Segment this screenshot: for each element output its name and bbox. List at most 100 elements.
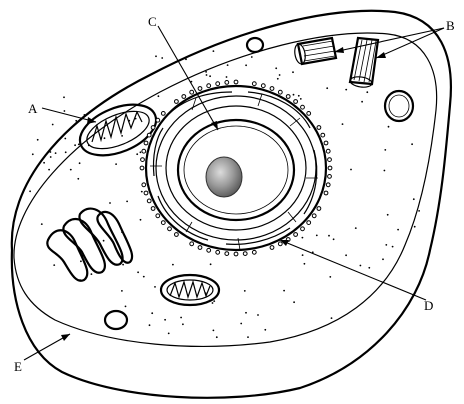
cytoplasm-granule [251,56,253,58]
ribosome [317,126,321,130]
cytoplasm-granule [227,64,229,66]
cytoplasm-granule [384,170,386,172]
ribosome [198,87,202,91]
cytoplasm-granule [329,276,331,278]
ribosome [326,183,330,187]
cytoplasm-granule [213,50,215,52]
cytoplasm-granule [126,201,128,203]
cytoplasm-granule [387,214,389,216]
cytoplasm-granule [109,202,111,204]
cytoplasm-granule [140,219,142,221]
cytoplasm-granule [77,178,79,180]
cytoplasm-granule [151,312,153,314]
ribosome [156,214,160,218]
ribosome [324,191,328,195]
ribosome [144,141,148,145]
cytoplasm-granule [298,95,300,97]
ribosome [151,126,155,130]
cytoplasm-granule [385,244,387,246]
cytoplasm-granule [302,254,304,256]
ribosome [142,183,146,187]
ribosome [161,221,165,225]
cytoplasm-granule [411,143,413,145]
cytoplasm-granule [247,336,249,338]
cytoplasm-granule [300,98,302,100]
cytoplasm-granule [418,210,420,212]
cytoplasm-granule [53,264,55,266]
cytoplasm-granule [257,314,259,316]
leader-line-B1 [334,28,444,52]
ribosome [156,118,160,122]
ribosome [243,252,247,256]
ribosome [301,105,305,109]
cytoplasm-granule [244,290,246,292]
ribosome [225,81,229,85]
cytoplasm-granule [121,135,123,137]
label-C: C [148,14,157,29]
mitochondrion-lower [161,275,219,305]
ribosome [216,82,220,86]
cytoplasm-granule [397,229,399,231]
cytoplasm-granule [277,78,279,80]
ribosome [326,149,330,153]
ribosome [234,80,238,84]
cytoplasm-granule [158,95,160,97]
cytoplasm-granule [382,258,384,260]
ribosome [286,95,290,99]
cytoplasm-granule [64,138,66,140]
ribosome [321,133,325,137]
vacuole-right [385,91,413,121]
cytoplasm-granule [212,302,214,304]
cytoplasm-granule [104,137,106,139]
cytoplasm-granule [37,139,39,141]
ribosome [252,82,256,86]
cytoplasm-granule [293,94,295,96]
ribosome [147,133,151,137]
cytoplasm-granule [52,124,54,126]
cytoplasm-granule [361,101,363,103]
cytoplasm-granule [333,238,335,240]
cytoplasm-granule [245,312,247,314]
cytoplasm-granule [137,271,139,273]
cytoplasm-granule [75,120,77,122]
ribosome [147,199,151,203]
cytoplasm-granule [345,89,347,91]
cytoplasm-granule [209,75,211,77]
cytoplasm-granule [414,226,416,228]
ribosome [141,158,145,162]
cytoplasm-granule [161,57,163,59]
ribosome [328,166,332,170]
cytoplasm-granule [355,227,357,229]
ribosome [261,84,265,88]
ribosome [190,90,194,94]
ribosome [140,166,144,170]
cytoplasm-granule [41,223,43,225]
cytoplasm-granule [216,336,218,338]
ribosome [151,207,155,211]
ribosome [270,246,274,250]
cytoplasm-granule [74,144,76,146]
ribosome [207,248,211,252]
ribosome [278,242,282,246]
ribosome [175,100,179,104]
cytoplasm-granule [240,323,242,325]
cytoplasm-granule [226,76,228,78]
ribosome [301,227,305,231]
cytoplasm-granule [283,290,285,292]
ribosome [207,84,211,88]
cytoplasm-granule [275,67,277,69]
cytoplasm-granule [206,74,208,76]
cytoplasm-granule [172,264,174,266]
label-A: A [28,101,38,116]
cytoplasm-granule [345,254,347,256]
ribosome [294,233,298,237]
cytoplasm-granule [125,306,127,308]
cytoplasm-granule [302,237,304,239]
ribosome [307,112,311,116]
ribosome [168,227,172,231]
ribosome [142,149,146,153]
ribosome [190,242,194,246]
ribosome [198,246,202,250]
ribosome [324,141,328,145]
